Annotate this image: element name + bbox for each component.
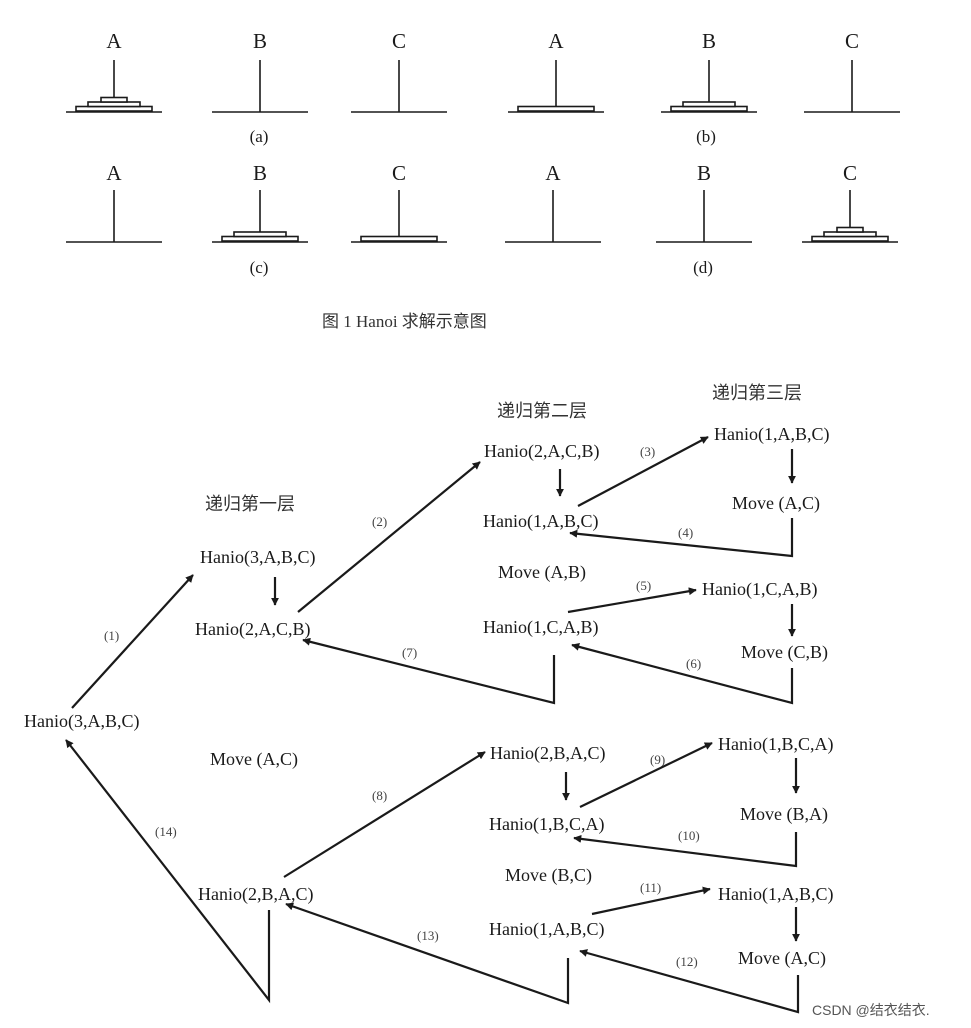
- step-label-3: (3): [640, 444, 655, 459]
- panel-label: (d): [693, 258, 713, 277]
- arrow-step-2: [297, 461, 481, 613]
- arrow-step-8: [283, 751, 486, 878]
- arrow-step-4: [569, 518, 794, 558]
- disk: [100, 96, 128, 103]
- panel-label: (c): [250, 258, 269, 277]
- step-label-14: (14): [155, 824, 177, 839]
- watermark: CSDN @结衣结衣.: [812, 1002, 930, 1018]
- arrow-step-13: [285, 902, 570, 1005]
- recursion-tree: 递归第一层 递归第二层 递归第三层 Hanio(3,A,B,C) Hanio(3…: [24, 383, 834, 1014]
- arrow-step-9: [579, 742, 713, 808]
- level-title-3: 递归第三层: [712, 383, 802, 403]
- panel-label: (a): [250, 127, 269, 146]
- disk: [360, 235, 438, 242]
- arrow-step-7: [302, 637, 556, 705]
- node-l3d-move: Move (A,C): [738, 948, 826, 969]
- arrow-step-1: [71, 574, 194, 709]
- arrow-step-12: [579, 949, 800, 1014]
- peg-label: C: [843, 161, 857, 185]
- peg-label: A: [548, 29, 564, 53]
- node-l2b-move: Move (B,C): [505, 865, 592, 886]
- node-l2b-call: Hanio(2,B,A,C): [490, 743, 606, 764]
- node-l3c-call: Hanio(1,B,C,A): [718, 734, 834, 755]
- peg-label: B: [702, 29, 716, 53]
- step-label-13: (13): [417, 928, 439, 943]
- step-label-11: (11): [640, 880, 661, 895]
- disk: [233, 231, 287, 238]
- node-l3a-move: Move (A,C): [732, 493, 820, 514]
- step-label-12: (12): [676, 954, 698, 969]
- node-l1-sub1: Hanio(2,A,C,B): [195, 619, 311, 640]
- hanoi-states-figure: A B C (a) A B C (b) A B C (c) A B C (d): [66, 29, 900, 277]
- figure1-caption: 图 1 Hanoi 求解示意图: [322, 312, 487, 331]
- disk: [517, 105, 595, 112]
- node-l3b-call: Hanio(1,C,A,B): [702, 579, 818, 600]
- peg-label: A: [545, 161, 561, 185]
- node-l3d-call: Hanio(1,A,B,C): [718, 884, 834, 905]
- peg-label: A: [106, 29, 122, 53]
- arrow-step-6: [571, 642, 794, 705]
- step-label-6: (6): [686, 656, 701, 671]
- arrow-step-11: [591, 886, 711, 916]
- disk: [682, 101, 736, 108]
- arrow-step-14: [65, 739, 271, 1004]
- node-l3a-call: Hanio(1,A,B,C): [714, 424, 830, 445]
- step-label-5: (5): [636, 578, 651, 593]
- arrow-step-10: [573, 832, 798, 868]
- arrow-step-5: [567, 587, 697, 614]
- step-label-10: (10): [678, 828, 700, 843]
- peg-label: C: [845, 29, 859, 53]
- peg-label: B: [253, 29, 267, 53]
- step-label-9: (9): [650, 752, 665, 767]
- arrow-step-3: [577, 436, 709, 507]
- node-l1-call: Hanio(3,A,B,C): [200, 547, 316, 568]
- node-l2b-sub2: Hanio(1,A,B,C): [489, 919, 605, 940]
- node-l2b-sub1: Hanio(1,B,C,A): [489, 814, 605, 835]
- level-title-1: 递归第一层: [205, 494, 295, 514]
- peg-label: C: [392, 29, 406, 53]
- step-label-7: (7): [402, 645, 417, 660]
- peg-label: C: [392, 161, 406, 185]
- node-l1-move: Move (A,C): [210, 749, 298, 770]
- node-l2a-move: Move (A,B): [498, 562, 586, 583]
- node-l3c-move: Move (B,A): [740, 804, 828, 825]
- peg-label: A: [106, 161, 122, 185]
- step-label-4: (4): [678, 525, 693, 540]
- peg-label: B: [253, 161, 267, 185]
- step-label-1: (1): [104, 628, 119, 643]
- peg-label: B: [697, 161, 711, 185]
- node-l2a-call: Hanio(2,A,C,B): [484, 441, 600, 462]
- level-title-2: 递归第二层: [497, 401, 587, 421]
- node-root: Hanio(3,A,B,C): [24, 711, 140, 732]
- disk: [836, 226, 864, 233]
- node-l2a-sub1: Hanio(1,A,B,C): [483, 511, 599, 532]
- node-l1-sub2: Hanio(2,B,A,C): [198, 884, 314, 905]
- node-l3b-move: Move (C,B): [741, 642, 828, 663]
- step-label-2: (2): [372, 514, 387, 529]
- step-label-8: (8): [372, 788, 387, 803]
- node-l2a-sub2: Hanio(1,C,A,B): [483, 617, 599, 638]
- panel-label: (b): [696, 127, 716, 146]
